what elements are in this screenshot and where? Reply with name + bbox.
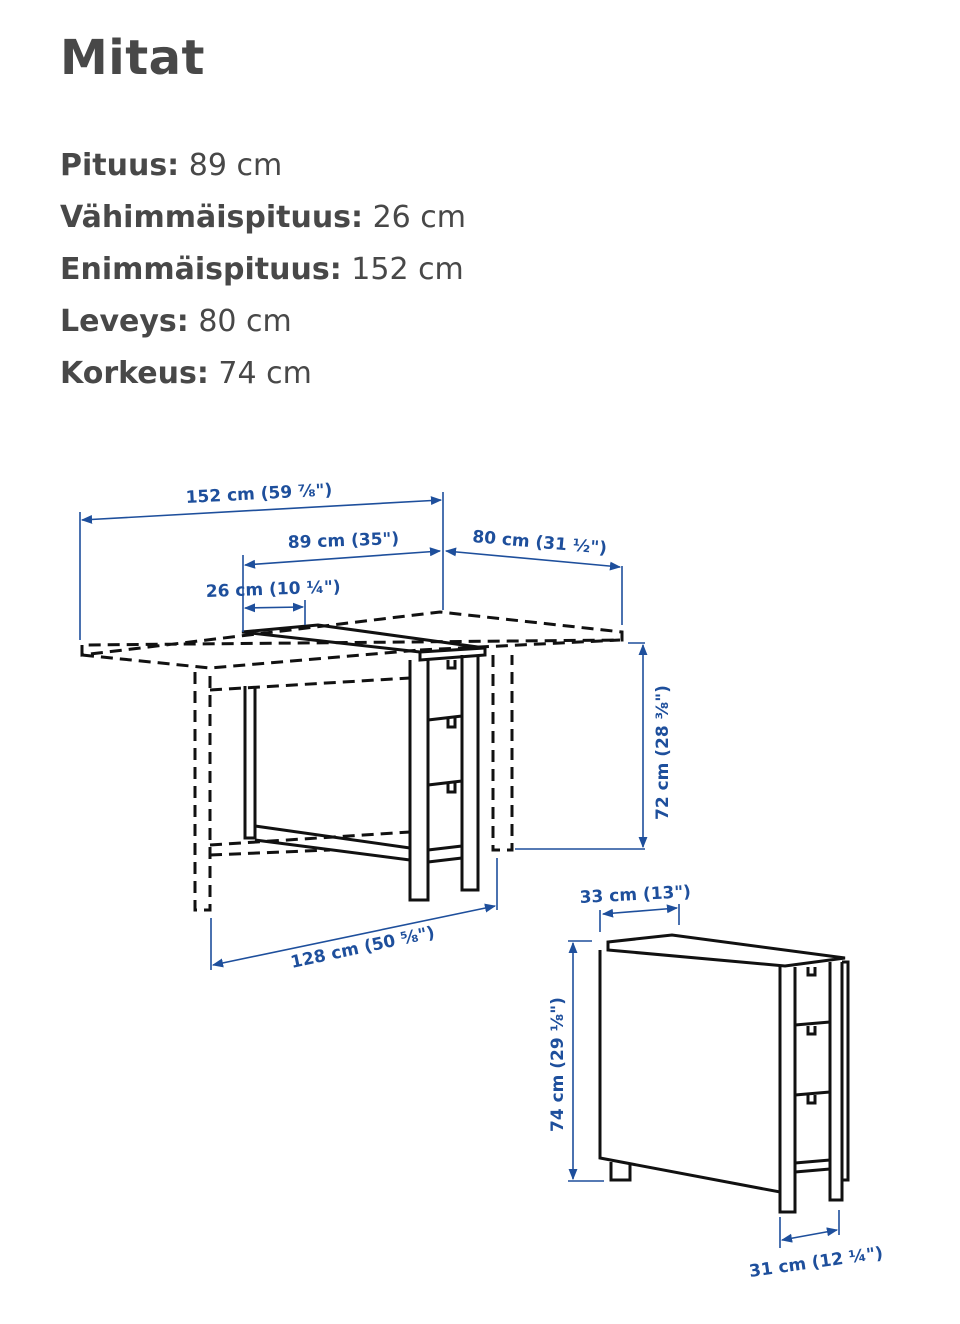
spec-value: 89 cm — [188, 148, 283, 183]
open-table-dimensions — [79, 492, 648, 970]
label-max-length: 152 cm (59 ⅞") — [185, 480, 333, 508]
label-leg-span: 128 cm (50 ⅝") — [289, 923, 437, 973]
folded-table-dimensions — [568, 904, 840, 1248]
spec-length: Pituus: 89 cm — [60, 140, 466, 192]
spec-label: Pituus: — [60, 148, 180, 183]
spec-label: Enimmäispituus: — [60, 252, 342, 287]
label-length: 89 cm (35") — [287, 529, 399, 553]
spec-max-length: Enimmäispituus: 152 cm — [60, 244, 466, 296]
spec-width: Leveys: 80 cm — [60, 296, 466, 348]
label-min-length: 26 cm (10 ¼") — [205, 577, 340, 602]
spec-value: 74 cm — [218, 356, 312, 391]
label-width: 80 cm (31 ½") — [472, 527, 608, 559]
spec-label: Vähimmäispituus: — [60, 200, 364, 235]
page-title: Mitat — [60, 30, 205, 86]
spec-label: Korkeus: — [60, 356, 209, 391]
spec-value: 152 cm — [351, 252, 464, 287]
label-folded-base-depth: 31 cm (12 ¼") — [748, 1243, 884, 1282]
dimension-specs-list: Pituus: 89 cm Vähimmäispituus: 26 cm Eni… — [60, 140, 466, 400]
spec-value: 80 cm — [198, 304, 292, 339]
spec-height: Korkeus: 74 cm — [60, 348, 466, 400]
label-folded-top-depth: 33 cm (13") — [579, 882, 691, 908]
label-folded-height: 74 cm (29 ⅛") — [548, 997, 568, 1132]
dimension-diagram: 152 cm (59 ⅞") 89 cm (35") 26 cm (10 ¼")… — [79, 480, 884, 1282]
spec-label: Leveys: — [60, 304, 189, 339]
open-table-drawing — [80, 610, 624, 912]
spec-min-length: Vähimmäispituus: 26 cm — [60, 192, 466, 244]
folded-table-drawing — [598, 933, 850, 1214]
spec-value: 26 cm — [372, 200, 467, 235]
label-leg-height: 72 cm (28 ⅜") — [653, 685, 673, 820]
